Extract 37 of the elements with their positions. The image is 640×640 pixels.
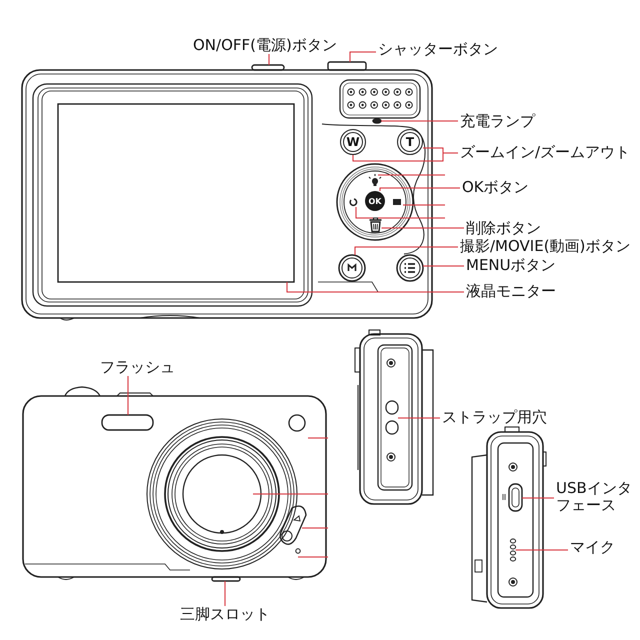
callout-label: マイク <box>568 539 617 556</box>
leader-line <box>380 188 460 192</box>
leader-line <box>224 580 226 606</box>
leader-line <box>350 52 376 62</box>
strap-holes <box>385 400 399 435</box>
zoom-button: T <box>397 129 423 155</box>
power-button <box>251 64 285 71</box>
callout-label: 三脚スロット <box>178 606 272 623</box>
ok-button: OK <box>365 191 385 211</box>
leader-line <box>286 282 464 292</box>
zoom-button: W <box>340 129 366 155</box>
callout-label: シャッターボタン <box>376 41 500 58</box>
callout-label: 充電ランプ <box>458 113 537 130</box>
flash-window <box>101 414 154 431</box>
callout-label: MENUボタン <box>464 257 558 274</box>
menu-button <box>396 254 424 282</box>
callout-label: 撮影/MOVIE(動画)ボタン <box>458 238 632 255</box>
callout-label: 削除ボタン <box>464 220 543 237</box>
callout-label: USBインタフェース <box>554 480 638 514</box>
microphone-holes <box>510 538 516 562</box>
callout-label: ズームイン/ズームアウト <box>458 144 632 161</box>
charge-lamp <box>372 118 382 124</box>
callout-label: ストラップ用穴 <box>440 409 549 426</box>
leader-line <box>422 148 458 154</box>
tripod-slot <box>211 576 241 582</box>
lcd-screen <box>57 103 295 283</box>
movie-button <box>338 254 366 282</box>
leader-line <box>380 120 458 122</box>
callout-label: ON/OFF(電源)ボタン <box>191 37 339 54</box>
leader-line <box>268 54 270 66</box>
usb-port <box>508 483 523 512</box>
trash-icon <box>370 217 382 232</box>
callout-label: フラッシュ <box>98 359 177 376</box>
leader-line <box>354 246 458 256</box>
callout-label: OKボタン <box>460 179 531 196</box>
callout-label: 液晶モニター <box>464 283 558 300</box>
shutter-button <box>327 61 367 71</box>
